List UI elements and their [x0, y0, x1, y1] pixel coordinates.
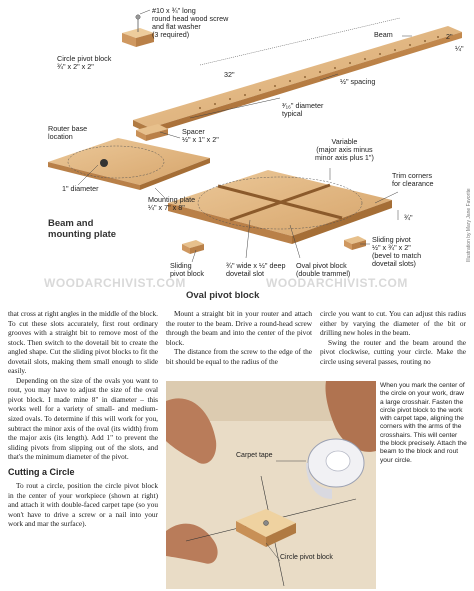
text-column-3: circle you want to cut. You can adjust t…	[320, 309, 466, 366]
leader-lines	[77, 9, 412, 263]
photo-caption: When you mark the center of the circle o…	[380, 382, 467, 464]
oval-pivot-title: Oval pivot block	[186, 290, 260, 301]
watermark-left: WOODARCHIVIST.COM	[44, 276, 186, 290]
beam-holes	[199, 36, 439, 109]
oval-pivot-block	[168, 170, 392, 244]
col3-para2: Swing the router and the beam around the…	[320, 337, 466, 366]
screw-icon	[135, 14, 141, 20]
carpet-tape-roll	[306, 438, 365, 499]
three-quarter-label: ¾"	[404, 213, 413, 222]
mounting-plate	[48, 138, 210, 190]
circle-pivot-block	[122, 14, 154, 47]
photo	[166, 381, 376, 589]
col1-para2: Depending on the size of the ovals you w…	[8, 375, 158, 462]
col2-para2: The distance from the screw to the edge …	[166, 347, 312, 366]
oval-pivot-block-label: Oval pivot block (double trammel)	[296, 261, 351, 278]
screw-label: #10 x ¾" long round head wood screw and …	[152, 6, 229, 39]
one-inch-diameter-label: 1" diameter	[62, 184, 99, 193]
col2-para1: Mount a straight bit in your router and …	[166, 309, 312, 347]
col1-para3: To rout a circle, position the circle pi…	[8, 481, 158, 529]
beam-label: Beam	[374, 30, 393, 39]
beam-thickness-label: ¼"	[455, 44, 464, 53]
photo-circle-pivot-label: Circle pivot block	[280, 554, 333, 561]
circle-pivot-block-label: Circle pivot block ¾" x 2" x 2"	[57, 54, 112, 71]
col3-para1: circle you want to cut. You can adjust t…	[320, 309, 466, 338]
sliding-pivot-left	[182, 240, 204, 254]
col1-para1: that cross at right angles in the middle…	[8, 309, 158, 376]
cutting-circle-heading: Cutting a Circle	[8, 466, 75, 477]
spacer-label: Spacer ½" x 1" x 2"	[182, 127, 219, 144]
watermark-right: WOODARCHIVIST.COM	[266, 276, 408, 290]
pivot-screw-icon	[263, 520, 269, 526]
text-column-1: that cross at right angles in the middle…	[8, 309, 158, 529]
spacer	[136, 124, 168, 141]
beam-mounting-title: Beam and mounting plate	[48, 218, 117, 240]
sliding-pivot-right-label: Sliding pivot ½" x ¾" x 2" (bevel to mat…	[372, 235, 422, 268]
bit-hole	[100, 159, 108, 167]
right-hand	[325, 381, 376, 452]
illustration-credit: Illustration by Mary Jane Favorite	[466, 188, 472, 262]
left-hand	[166, 398, 217, 464]
beam-dims-label: 2"	[446, 32, 453, 41]
router-base-label: Router base location	[48, 124, 88, 141]
sliding-pivot-right	[344, 236, 366, 250]
exploded-diagram	[48, 9, 462, 263]
diameter-typical-label: ³⁄₁₆" diameter typical	[282, 101, 324, 118]
length-32-label: 32"	[224, 70, 235, 79]
mounting-plate-label: Mounting plate ¼" x 7" x 8"	[148, 195, 196, 212]
left-hand-lower	[166, 523, 218, 564]
carpet-tape-label: Carpet tape	[236, 452, 273, 459]
sliding-pivot-block-label: Sliding pivot block	[170, 261, 204, 278]
photo-pivot-block	[236, 509, 296, 547]
spacing-label: ½" spacing	[340, 77, 376, 86]
trim-corners-label: Trim corners for clearance	[392, 171, 434, 188]
dovetail-slot-label: ¾" wide x ½" deep dovetail slot	[226, 261, 286, 278]
variable-label: Variable (major axis minus minor axis pl…	[315, 137, 374, 162]
beam	[133, 26, 462, 134]
text-column-2: Mount a straight bit in your router and …	[166, 309, 312, 366]
